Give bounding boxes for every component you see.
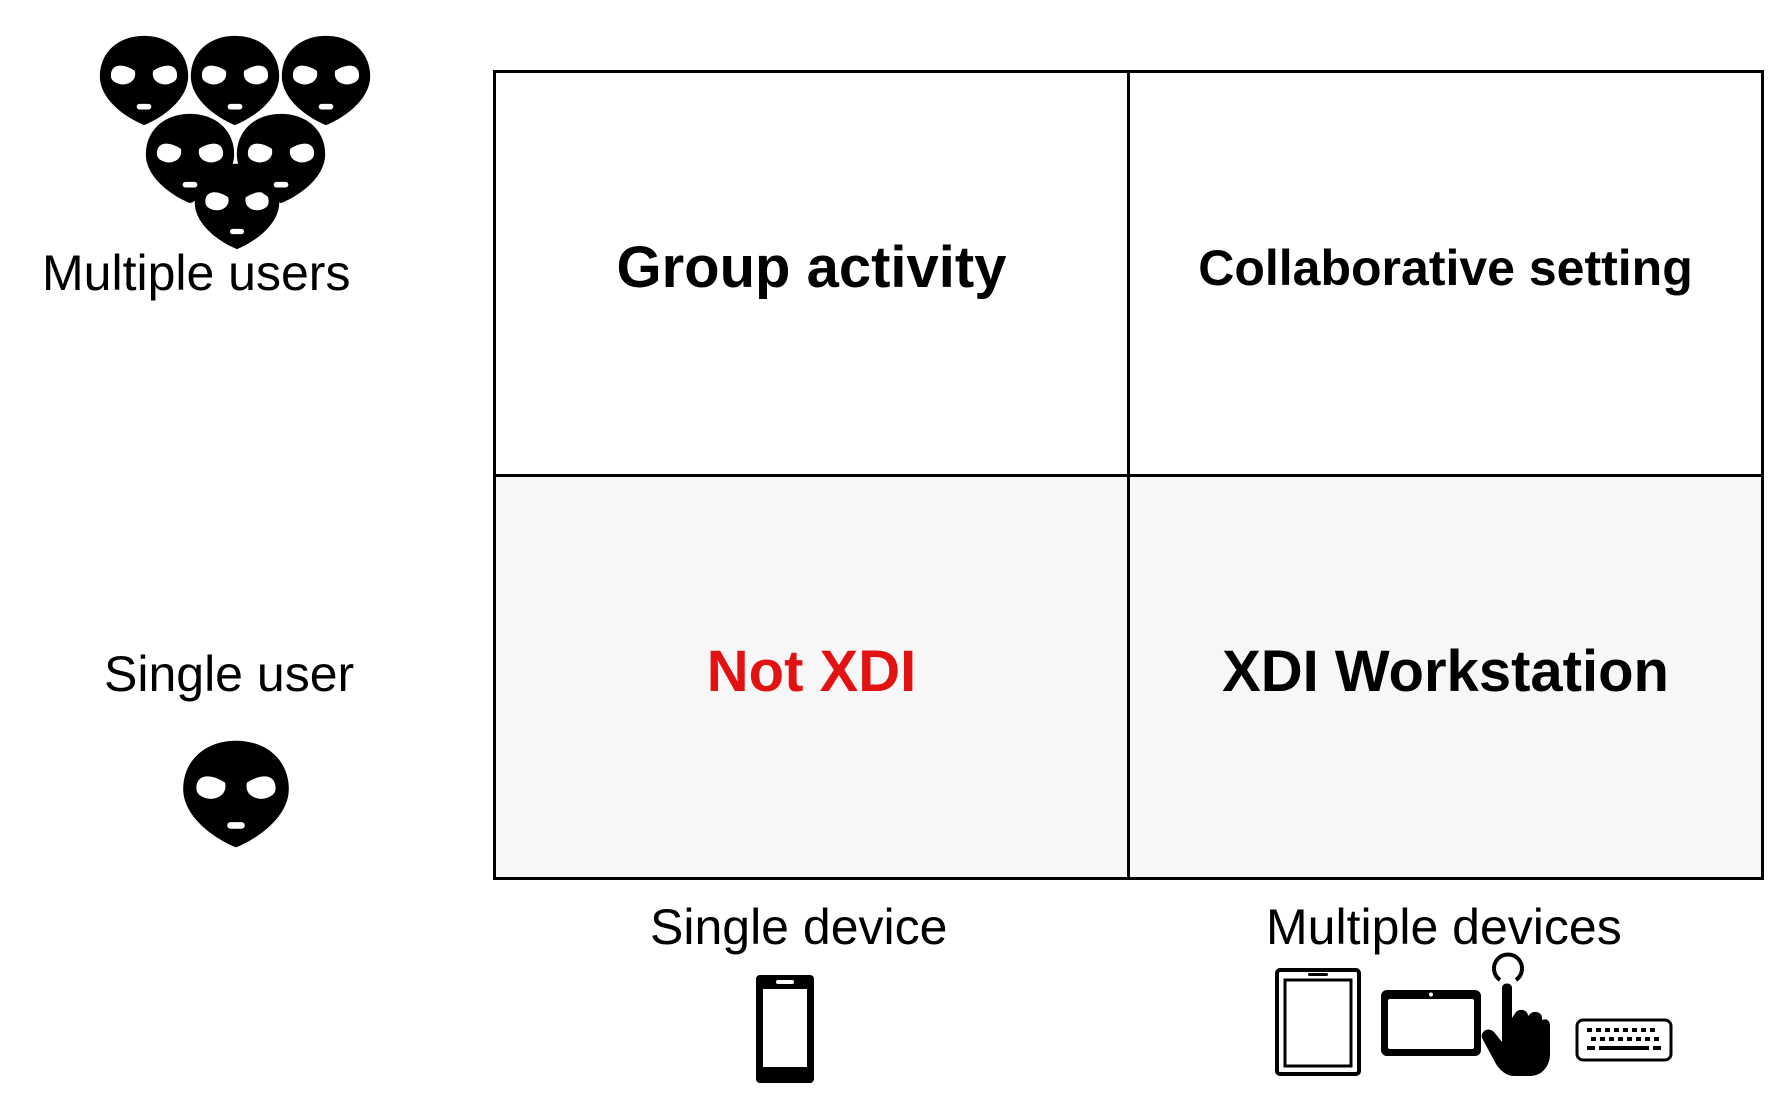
quadrant-top-left: Group activity <box>496 73 1130 477</box>
smartphone-icon <box>756 975 814 1083</box>
single-device-label: Single device <box>650 899 948 955</box>
quadrant-grid: Group activity Collaborative setting Not… <box>493 70 1764 880</box>
xdi-workstation-label: XDI Workstation <box>1222 638 1669 704</box>
quadrant-top-right: Collaborative setting <box>1130 73 1761 477</box>
alien-head-icon <box>181 726 291 861</box>
single-user-label: Single user <box>104 646 355 702</box>
landscape-tablet-icon <box>1381 990 1481 1056</box>
keyboard-icon <box>1575 1018 1673 1062</box>
multiple-users-label: Multiple users <box>42 245 351 301</box>
group-activity-label: Group activity <box>616 235 1007 300</box>
quadrant-bottom-left: Not XDI <box>496 477 1130 877</box>
multiple-devices-label: Multiple devices <box>1266 899 1622 955</box>
not-xdi-label: Not XDI <box>706 638 917 704</box>
quadrant-bottom-right: XDI Workstation <box>1130 477 1761 877</box>
pointing-hand-icon <box>1480 952 1550 1078</box>
tablet-icon <box>1275 968 1361 1076</box>
collaborative-setting-label: Collaborative setting <box>1198 239 1693 296</box>
alien-group-icon <box>96 34 376 250</box>
